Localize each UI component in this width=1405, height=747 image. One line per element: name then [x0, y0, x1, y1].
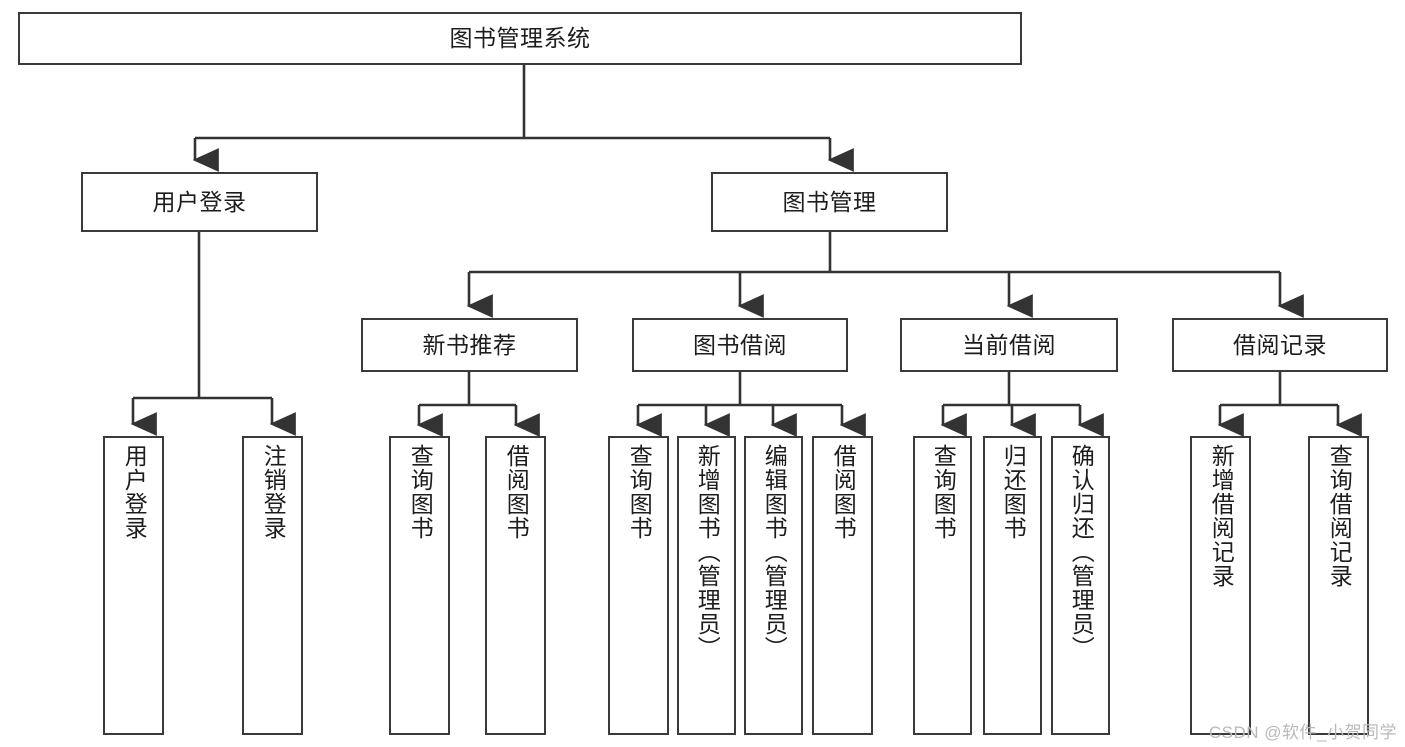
node-new-book-recommend[interactable]: 新书推荐 — [361, 318, 578, 372]
leaf-node[interactable]: 用户登录 — [103, 436, 164, 735]
leaf-node-label: 查询图书 — [930, 444, 957, 540]
node-book-management[interactable]: 图书管理 — [711, 172, 948, 232]
node-book-borrow-label: 图书借阅 — [693, 331, 787, 358]
leaf-node[interactable]: 查询图书 — [608, 436, 669, 735]
leaf-node[interactable]: 归还图书 — [983, 436, 1042, 735]
leaf-node[interactable]: 借阅图书 — [812, 436, 873, 735]
node-new-book-recommend-label: 新书推荐 — [422, 331, 517, 358]
leaf-node-label: 查询图书 — [407, 444, 434, 540]
leaf-node[interactable]: 确认归还（管理员） — [1051, 436, 1110, 735]
leaf-node[interactable]: 新增借阅记录 — [1190, 436, 1251, 735]
leaf-node-label: 编辑图书（管理员） — [761, 444, 788, 660]
node-user-login[interactable]: 用户登录 — [81, 172, 318, 232]
leaf-node-label: 新增借阅记录 — [1208, 444, 1235, 588]
leaf-node-label: 查询图书 — [626, 444, 653, 540]
node-borrow-record[interactable]: 借阅记录 — [1172, 318, 1388, 372]
leaf-node[interactable]: 编辑图书（管理员） — [744, 436, 803, 735]
leaf-node-label: 借阅图书 — [830, 444, 857, 540]
leaf-node-label: 用户登录 — [121, 444, 148, 540]
leaf-node[interactable]: 查询图书 — [389, 436, 450, 735]
leaf-node-label: 新增图书（管理员） — [694, 444, 721, 660]
node-root-label: 图书管理系统 — [449, 25, 591, 52]
node-root[interactable]: 图书管理系统 — [18, 12, 1022, 65]
leaf-node[interactable]: 查询图书 — [913, 436, 972, 735]
node-book-borrow[interactable]: 图书借阅 — [632, 318, 848, 372]
node-borrow-record-label: 借阅记录 — [1233, 331, 1327, 358]
leaf-node[interactable]: 新增图书（管理员） — [677, 436, 736, 735]
leaf-node[interactable]: 查询借阅记录 — [1308, 436, 1369, 735]
leaf-node-label: 归还图书 — [1000, 444, 1027, 540]
node-book-management-label: 图书管理 — [782, 188, 877, 215]
leaf-node-label: 借阅图书 — [503, 444, 530, 540]
leaf-node[interactable]: 注销登录 — [242, 436, 303, 735]
leaf-node-label: 确认归还（管理员） — [1068, 444, 1095, 660]
leaf-node[interactable]: 借阅图书 — [485, 436, 546, 735]
leaf-node-label: 注销登录 — [260, 444, 287, 540]
node-current-borrow-label: 当前借阅 — [962, 331, 1056, 358]
leaf-node-label: 查询借阅记录 — [1326, 444, 1353, 588]
csdn-watermark: CSDN @软件_小贺同学 — [1208, 723, 1397, 742]
node-current-borrow[interactable]: 当前借阅 — [900, 318, 1118, 372]
node-user-login-label: 用户登录 — [152, 188, 247, 215]
